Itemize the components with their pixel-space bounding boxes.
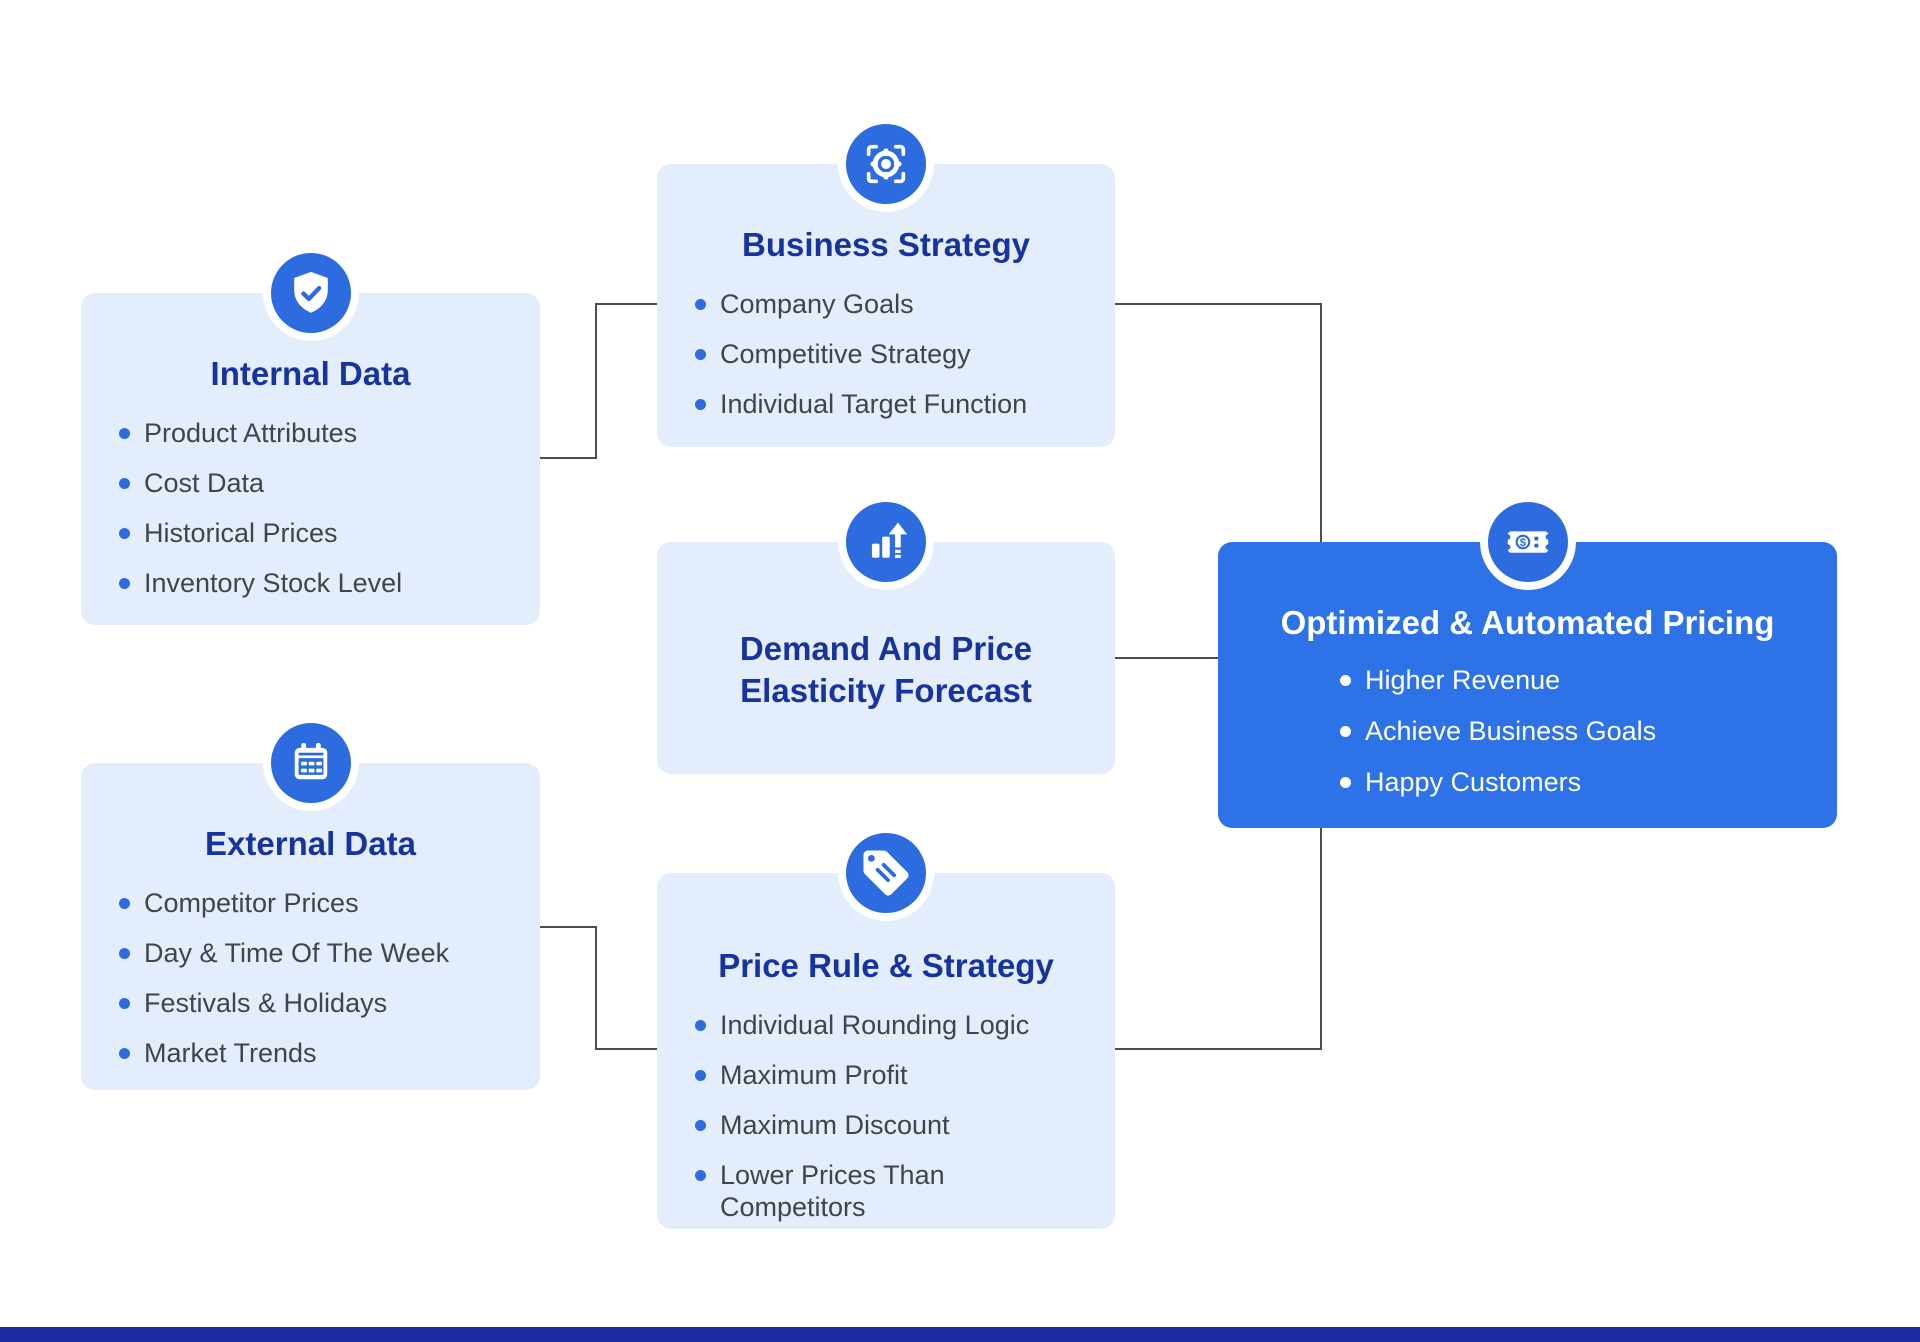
card-optimized-pricing: $ Optimized & Automated Pricing Higher R… [1218,494,1837,828]
list-item: Historical Prices [119,517,520,549]
list-item: Happy Customers [1340,766,1817,798]
list-item: Maximum Profit [695,1059,1095,1091]
connector-external-h2 [597,1048,657,1050]
connector-pricerule-v [1320,828,1322,1050]
list-item: Market Trends [119,1037,520,1069]
connector-pricerule-h [1115,1048,1322,1050]
connector-external-v [595,926,597,1050]
footer-accent-bar [0,1327,1920,1342]
card-item-list: Individual Rounding Logic Maximum Profit… [657,1009,1115,1223]
card-title: Price Rule & Strategy [718,947,1054,984]
svg-text:$: $ [1519,537,1526,549]
list-item: Individual Rounding Logic [695,1009,1095,1041]
list-item: Inventory Stock Level [119,567,520,599]
card-title: Demand And Price Elasticity Forecast [739,630,1033,709]
card-title: Business Strategy [742,226,1030,263]
list-item: Competitive Strategy [695,338,1095,370]
card-business-strategy: Business Strategy Company Goals Competit… [657,116,1115,447]
card-price-rule-strategy: Price Rule & Strategy Individual Roundin… [657,825,1115,1229]
shield-check-icon [262,245,359,341]
connector-business-h [1115,303,1322,305]
list-item: Competitor Prices [119,887,520,919]
list-item: Maximum Discount [695,1109,1095,1141]
connector-demand-h [1115,657,1218,659]
card-item-list: Higher Revenue Achieve Business Goals Ha… [1218,664,1837,798]
card-demand-forecast: Demand And Price Elasticity Forecast [657,494,1115,774]
card-item-list: Competitor Prices Day & Time Of The Week… [81,887,540,1069]
list-item: Cost Data [119,467,520,499]
connector-internal-h1 [540,457,597,459]
connector-internal-h2 [597,303,657,305]
money-ticket-icon: $ [1479,494,1576,590]
connector-external-h1 [540,926,597,928]
card-item-list: Company Goals Competitive Strategy Indiv… [657,288,1115,420]
list-item: Individual Target Function [695,388,1095,420]
card-title: Internal Data [210,355,411,392]
list-item: Lower Prices Than Competitors [695,1159,1095,1223]
target-focus-icon [838,116,934,212]
card-item-list: Product Attributes Cost Data Historical … [81,417,540,599]
card-internal-data: Internal Data Product Attributes Cost Da… [81,245,540,625]
card-title: External Data [205,825,416,862]
bar-chart-up-icon [838,494,934,590]
card-external-data: External Data Competitor Prices Day & Ti… [81,715,540,1090]
calendar-icon [262,715,359,811]
card-title: Optimized & Automated Pricing [1280,604,1775,641]
list-item: Festivals & Holidays [119,987,520,1019]
list-item: Company Goals [695,288,1095,320]
list-item: Higher Revenue [1340,664,1817,696]
list-item: Product Attributes [119,417,520,449]
connector-business-v [1320,303,1322,542]
list-item: Achieve Business Goals [1340,715,1817,747]
price-tag-icon [838,825,934,921]
list-item: Day & Time Of The Week [119,937,520,969]
connector-internal-v [595,303,597,459]
